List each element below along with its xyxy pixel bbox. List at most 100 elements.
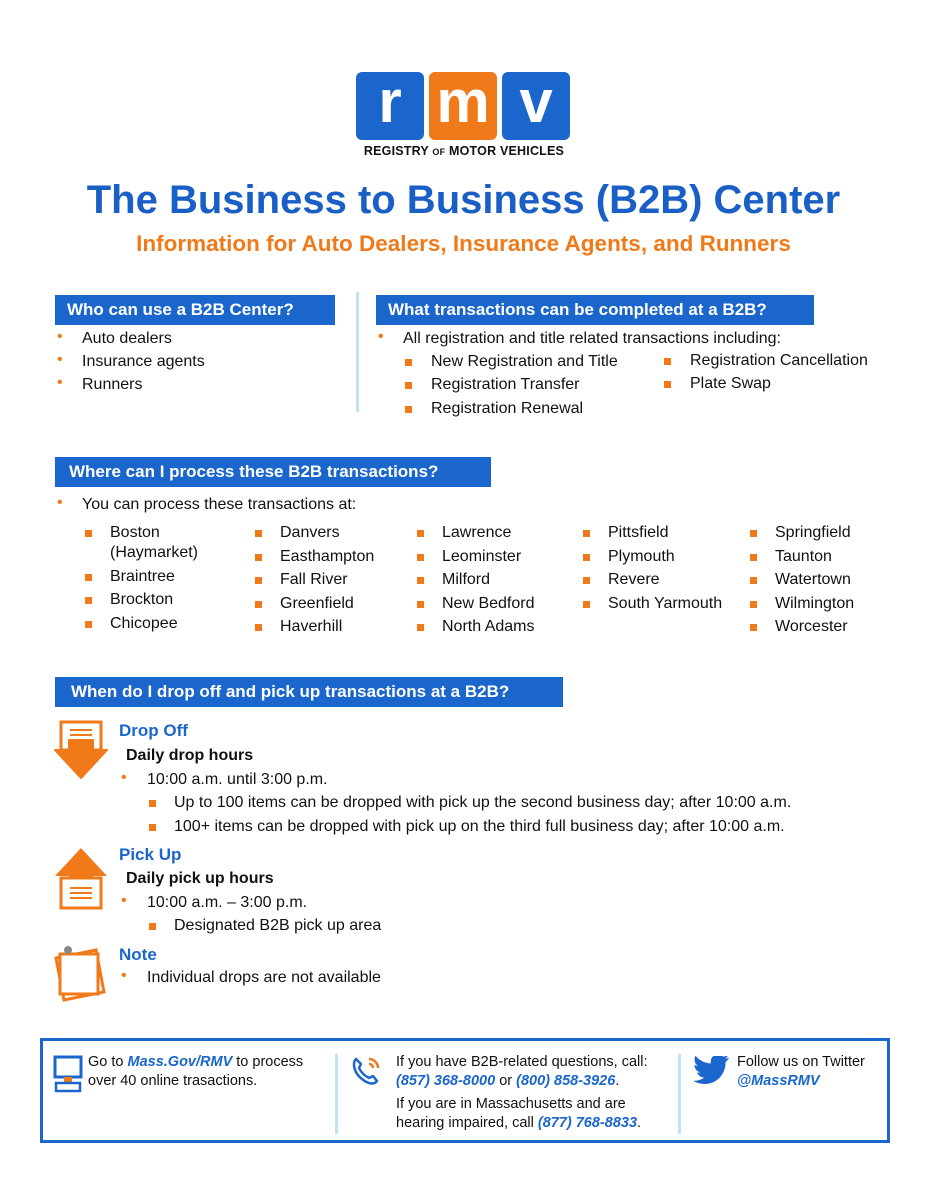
square-bullet-icon [405, 406, 412, 413]
location-item: Chicopee [110, 614, 178, 632]
location-item: Leominster [442, 547, 522, 565]
square-bullet-icon [750, 624, 757, 631]
who-item: Insurance agents [82, 353, 205, 370]
drop-off-subtitle: Daily drop hours [126, 747, 254, 764]
location-item: Braintree [110, 567, 175, 585]
logo-subtitle: REGISTRY OF MOTOR VEHICLES [363, 144, 565, 158]
drop-off-hours: 10:00 a.m. until 3:00 p.m. [147, 771, 328, 788]
square-bullet-icon [583, 530, 590, 537]
location-item: Pittsfield [608, 524, 669, 541]
square-bullet-icon [255, 553, 262, 561]
bullet-icon: • [57, 494, 63, 511]
when-heading: When do I drop off and pick up transacti… [55, 677, 563, 707]
location-item: Plymouth [608, 547, 675, 565]
bullet-icon: • [378, 328, 384, 345]
location-item: Danvers [280, 524, 340, 541]
square-bullet-icon [85, 530, 92, 537]
divider [356, 292, 359, 412]
location-item: Greenfield [280, 594, 354, 612]
divider [335, 1054, 338, 1134]
footer-box [40, 1038, 890, 1143]
square-bullet-icon [255, 624, 262, 631]
square-bullet-icon [750, 600, 757, 608]
location-item: Easthampton [280, 547, 375, 565]
rmv-logo: r m v REGISTRY OF MOTOR VEHICLES [356, 72, 572, 162]
what-item: Plate Swap [690, 375, 771, 392]
twitter-bird-icon [693, 1056, 730, 1084]
square-bullet-icon [255, 577, 262, 584]
where-intro: You can process these transactions at: [82, 496, 357, 513]
mass-gov-link[interactable]: Mass.Gov/RMV [127, 1054, 233, 1070]
drop-off-icon [54, 720, 108, 779]
location-item: Brockton [110, 591, 174, 608]
who-item: Auto dealers [82, 330, 172, 347]
page-title: The Business to Business (B2B) Center [86, 178, 841, 222]
bullet-icon: • [121, 892, 127, 909]
square-bullet-icon [664, 381, 671, 388]
twitter-handle-link[interactable]: @MassRMV [737, 1073, 820, 1089]
square-bullet-icon [85, 620, 92, 628]
pick-up-detail: Designated B2B pick up area [174, 917, 382, 934]
location-item: Haverhill [280, 618, 343, 635]
square-bullet-icon [149, 923, 156, 930]
what-item: Registration Cancellation [690, 352, 868, 369]
phone-link-2[interactable]: (800) 858-3926 [516, 1073, 616, 1089]
bullet-icon: • [57, 374, 63, 391]
note-text: Individual drops are not available [147, 969, 381, 986]
divider [678, 1054, 681, 1134]
location-item: Wilmington [775, 594, 855, 612]
square-bullet-icon [583, 553, 590, 561]
location-item: Lawrence [442, 524, 512, 541]
location-item: New Bedford [442, 594, 535, 612]
what-heading: What transactions can be completed at a … [376, 295, 814, 325]
note-icon [54, 946, 106, 1002]
what-item: New Registration and Title [431, 353, 618, 370]
logo-letter-r: r [356, 72, 424, 140]
pick-up-hours: 10:00 a.m. – 3:00 p.m. [147, 894, 308, 911]
pick-up-subtitle: Daily pick up hours [126, 870, 274, 887]
pick-up-icon [55, 848, 107, 910]
location-item: South Yarmouth [608, 594, 723, 612]
logo-letter-v: v [502, 72, 570, 140]
location-item: Revere [608, 571, 660, 588]
footer-phone: If you have B2B-related questions, call:… [396, 1054, 648, 1131]
phone-link-3[interactable]: (877) 768-8833 [537, 1115, 638, 1131]
bullet-icon: • [57, 351, 63, 368]
square-bullet-icon [750, 530, 757, 537]
drop-off-detail: 100+ items can be dropped with pick up o… [174, 818, 785, 835]
square-bullet-icon [255, 530, 262, 537]
location-item: North Adams [442, 618, 535, 635]
bullet-icon: • [57, 328, 63, 345]
bullet-icon: • [121, 967, 127, 984]
square-bullet-icon [255, 600, 262, 608]
square-bullet-icon [85, 597, 92, 604]
square-bullet-icon [149, 824, 156, 831]
location-item: Watertown [775, 571, 851, 588]
what-item: Registration Transfer [431, 376, 580, 393]
square-bullet-icon [417, 600, 424, 608]
square-bullet-icon [417, 530, 424, 537]
square-bullet-icon [149, 800, 156, 807]
square-bullet-icon [750, 553, 757, 561]
drop-off-title: Drop Off [119, 721, 188, 740]
location-item: Springfield [775, 524, 851, 541]
location-item: Worcester [775, 618, 848, 635]
location-item: Taunton [775, 547, 832, 565]
square-bullet-icon [417, 624, 424, 631]
square-bullet-icon [417, 553, 424, 561]
phone-link-1[interactable]: (857) 368-8000 [396, 1073, 496, 1089]
where-heading: Where can I process these B2B transactio… [55, 457, 491, 487]
drop-off-detail: Up to 100 items can be dropped with pick… [174, 794, 792, 811]
note-title: Note [119, 945, 157, 964]
square-bullet-icon [583, 577, 590, 584]
square-bullet-icon [85, 573, 92, 581]
square-bullet-icon [664, 358, 671, 365]
phone-icon [352, 1057, 380, 1085]
footer-online: Go to Mass.Gov/RMV to process over 40 on… [88, 1054, 304, 1089]
square-bullet-icon [405, 359, 412, 366]
location-item: Milford [442, 571, 491, 588]
computer-icon [53, 1055, 83, 1093]
location-item: Boston (Haymarket) [110, 524, 199, 561]
what-item: Registration Renewal [431, 400, 584, 417]
what-intro: All registration and title related trans… [403, 330, 781, 347]
